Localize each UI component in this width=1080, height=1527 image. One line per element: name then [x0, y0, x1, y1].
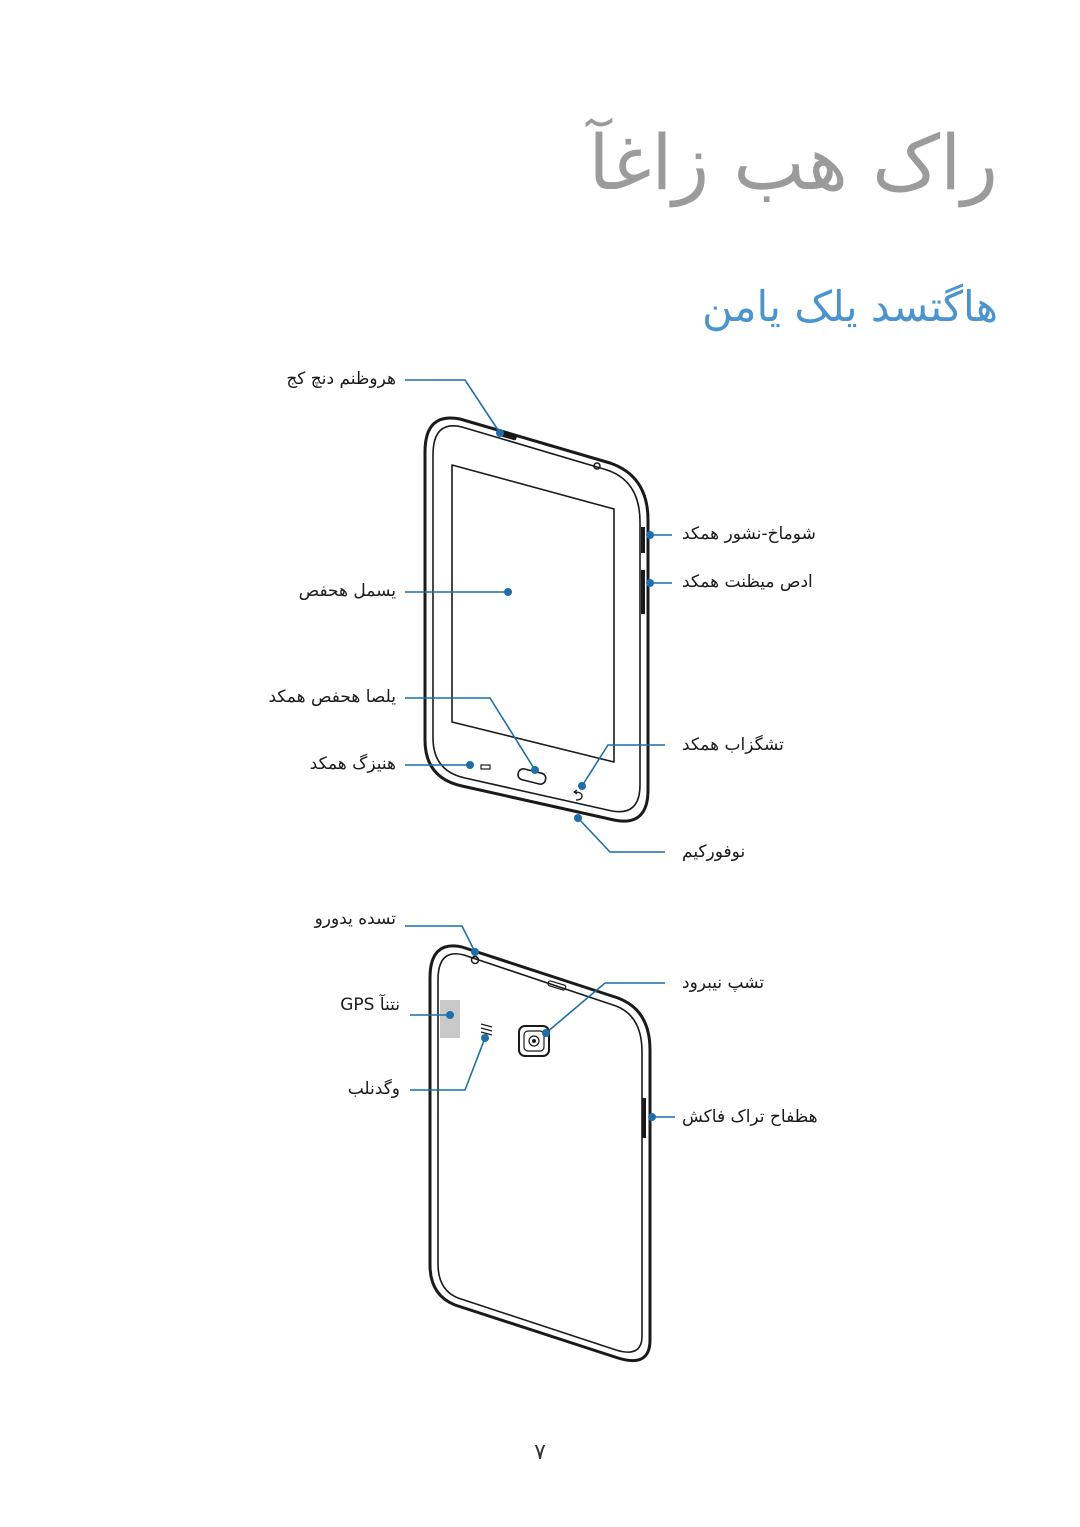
page-number: ۷ [534, 1440, 546, 1465]
headset-jack [470, 955, 480, 965]
speaker-grille [480, 1023, 493, 1036]
label-headset-jack: تسده یدورو [314, 909, 396, 929]
label-menu-key: هنیزگ همکد [309, 754, 396, 774]
label-touch-screen: یسمل هحفص [298, 581, 396, 601]
label-home-key: یلصا هحفص همکد [268, 687, 396, 707]
back-view [428, 944, 652, 1363]
front-sensor [593, 462, 601, 470]
back-body-edge [437, 953, 643, 1353]
menu-key-icon [480, 764, 491, 770]
top-slot [547, 980, 567, 991]
back-callouts [405, 925, 675, 1121]
label-microphone: نوفورکیم [682, 842, 746, 862]
front-view [423, 416, 650, 823]
back-key-icon [573, 789, 583, 801]
chapter-title: راک هب زاغآ [588, 118, 998, 207]
front-body-outline [423, 416, 650, 823]
front-bezel-edge [432, 425, 641, 813]
label-power-key: شوماخ-نشور همکد [682, 524, 816, 544]
power-key [641, 527, 645, 553]
section-title: هاگتسد یلک یامن [702, 282, 998, 331]
touch-screen-display [451, 464, 615, 763]
label-volume-key: ادص میظنت همکد [682, 572, 813, 592]
front-callouts [405, 379, 672, 853]
label-speaker: وگدنلب [347, 1079, 400, 1099]
label-memory-card-slot: هظفاح تراک فاکش [682, 1107, 818, 1127]
memory-card-slot [642, 1098, 646, 1138]
volume-key [641, 570, 645, 614]
back-body-outline [428, 944, 652, 1363]
rear-camera-module [518, 1025, 550, 1057]
label-back-key: تشگزاب همکد [682, 735, 784, 755]
label-earpiece: هروظنم دنچ کج [286, 369, 396, 389]
label-rear-camera: تشپ نیبرود [682, 973, 765, 993]
label-gps-antenna: GPS نتنآ [340, 995, 400, 1015]
